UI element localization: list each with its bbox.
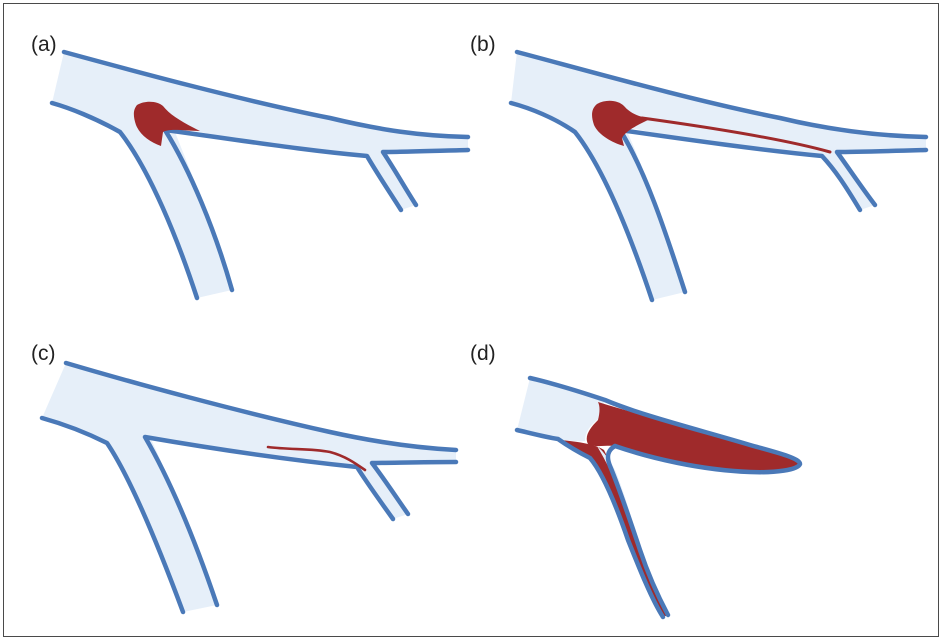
- vessel-wall-d-left: [517, 430, 663, 617]
- clot-d-main: [587, 402, 800, 472]
- vessel-wall-d-inner: [608, 446, 668, 615]
- vessel-b: [511, 52, 926, 300]
- vessel-a: [52, 52, 468, 298]
- clot-d-branch: [560, 440, 668, 617]
- panel-d: [517, 378, 800, 617]
- vessel-c: [42, 363, 456, 612]
- panel-a: [52, 52, 468, 298]
- panel-c: [42, 363, 456, 612]
- panel-b: [511, 52, 926, 300]
